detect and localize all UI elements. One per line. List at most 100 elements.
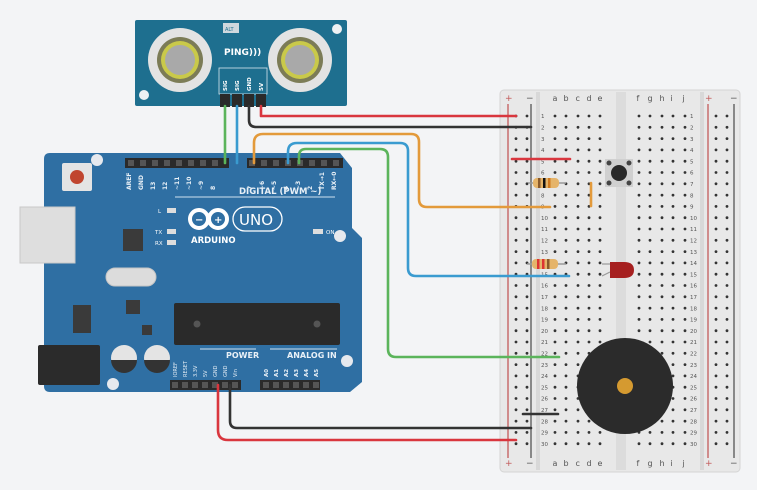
breadboard-hole[interactable] xyxy=(660,431,664,434)
breadboard-hole[interactable] xyxy=(683,125,687,129)
breadboard-hole[interactable] xyxy=(598,318,602,321)
rail-hole[interactable] xyxy=(525,216,529,220)
breadboard-hole[interactable] xyxy=(553,351,557,355)
breadboard-hole[interactable] xyxy=(637,125,641,129)
breadboard-hole[interactable] xyxy=(671,193,675,197)
breadboard-hole[interactable] xyxy=(660,114,664,118)
breadboard-hole[interactable] xyxy=(660,318,664,321)
breadboard-hole[interactable] xyxy=(671,351,675,355)
breadboard-hole[interactable] xyxy=(637,295,641,299)
breadboard-hole[interactable] xyxy=(598,205,602,208)
rail-hole[interactable] xyxy=(514,250,518,254)
rail-hole[interactable] xyxy=(725,295,729,299)
breadboard-hole[interactable] xyxy=(587,148,591,152)
rail-hole[interactable] xyxy=(714,351,718,355)
breadboard-hole[interactable] xyxy=(576,148,580,152)
breadboard-hole[interactable] xyxy=(683,159,687,163)
wire-orange-d7[interactable] xyxy=(252,132,552,209)
rail-hole[interactable] xyxy=(725,125,729,129)
breadboard-hole[interactable] xyxy=(553,148,557,152)
rail-hole[interactable] xyxy=(525,306,529,310)
breadboard-hole[interactable] xyxy=(637,114,641,118)
rail-hole[interactable] xyxy=(725,193,729,197)
breadboard-hole[interactable] xyxy=(671,238,675,242)
header-pin[interactable] xyxy=(128,160,134,166)
rail-hole[interactable] xyxy=(514,193,518,197)
rail-hole[interactable] xyxy=(714,363,718,366)
wire-blue-d4[interactable] xyxy=(286,141,571,278)
breadboard-hole[interactable] xyxy=(598,250,602,254)
resistor-row7[interactable] xyxy=(528,178,566,188)
breadboard-hole[interactable] xyxy=(648,238,652,242)
rail-hole[interactable] xyxy=(714,397,718,400)
rail-hole[interactable] xyxy=(725,340,729,344)
breadboard-hole[interactable] xyxy=(564,125,568,129)
breadboard-hole[interactable] xyxy=(598,431,602,434)
rail-hole[interactable] xyxy=(725,216,729,220)
breadboard-hole[interactable] xyxy=(637,250,641,254)
digital-header-right[interactable] xyxy=(247,158,343,168)
breadboard-hole[interactable] xyxy=(660,306,664,310)
breadboard-hole[interactable] xyxy=(683,397,687,400)
breadboard-hole[interactable] xyxy=(553,385,557,389)
breadboard-hole[interactable] xyxy=(576,238,580,242)
breadboard-hole[interactable] xyxy=(553,159,557,163)
breadboard-hole[interactable] xyxy=(553,306,557,310)
rail-hole[interactable] xyxy=(725,182,729,186)
breadboard-hole[interactable] xyxy=(671,340,675,344)
breadboard-hole[interactable] xyxy=(648,431,652,434)
rail-hole[interactable] xyxy=(525,250,529,254)
breadboard-hole[interactable] xyxy=(587,114,591,118)
breadboard-hole[interactable] xyxy=(648,442,652,446)
rail-hole[interactable] xyxy=(514,374,518,378)
rail-hole[interactable] xyxy=(714,340,718,344)
rail-hole[interactable] xyxy=(725,171,729,174)
header-pin[interactable] xyxy=(273,382,279,388)
breadboard-hole[interactable] xyxy=(648,182,652,186)
breadboard-hole[interactable] xyxy=(564,250,568,254)
header-pin[interactable] xyxy=(140,160,146,166)
breadboard-hole[interactable] xyxy=(648,284,652,287)
rail-hole[interactable] xyxy=(525,431,529,434)
breadboard-hole[interactable] xyxy=(576,306,580,310)
breadboard-hole[interactable] xyxy=(564,385,568,389)
breadboard-hole[interactable] xyxy=(598,227,602,231)
rail-hole[interactable] xyxy=(714,261,718,265)
resistor-row14[interactable] xyxy=(527,259,566,269)
sensor-header[interactable] xyxy=(220,94,266,107)
breadboard-hole[interactable] xyxy=(576,205,580,208)
rail-hole[interactable] xyxy=(525,374,529,378)
breadboard-hole[interactable] xyxy=(671,125,675,129)
breadboard-hole[interactable] xyxy=(576,114,580,118)
breadboard-hole[interactable] xyxy=(553,363,557,366)
breadboard-hole[interactable] xyxy=(660,238,664,242)
breadboard-hole[interactable] xyxy=(598,193,602,197)
breadboard-hole[interactable] xyxy=(576,363,580,366)
header-pin[interactable] xyxy=(283,382,289,388)
breadboard-hole[interactable] xyxy=(564,284,568,287)
breadboard-hole[interactable] xyxy=(671,227,675,231)
rail-hole[interactable] xyxy=(714,125,718,129)
rail-hole[interactable] xyxy=(514,159,518,163)
breadboard-hole[interactable] xyxy=(671,419,675,423)
breadboard-hole[interactable] xyxy=(553,419,557,423)
breadboard-hole[interactable] xyxy=(587,419,591,423)
breadboard-hole[interactable] xyxy=(598,182,602,186)
breadboard-hole[interactable] xyxy=(553,284,557,287)
breadboard-hole[interactable] xyxy=(671,137,675,141)
rail-hole[interactable] xyxy=(514,171,518,174)
rail-hole[interactable] xyxy=(514,238,518,242)
breadboard-hole[interactable] xyxy=(648,227,652,231)
breadboard-hole[interactable] xyxy=(648,193,652,197)
breadboard-hole[interactable] xyxy=(683,351,687,355)
breadboard-hole[interactable] xyxy=(553,193,557,197)
breadboard-hole[interactable] xyxy=(637,238,641,242)
breadboard-hole[interactable] xyxy=(576,408,580,412)
breadboard-hole[interactable] xyxy=(671,148,675,152)
rail-hole[interactable] xyxy=(514,306,518,310)
breadboard-hole[interactable] xyxy=(564,238,568,242)
breadboard-hole[interactable] xyxy=(564,408,568,412)
breadboard-hole[interactable] xyxy=(553,442,557,446)
breadboard-hole[interactable] xyxy=(576,125,580,129)
